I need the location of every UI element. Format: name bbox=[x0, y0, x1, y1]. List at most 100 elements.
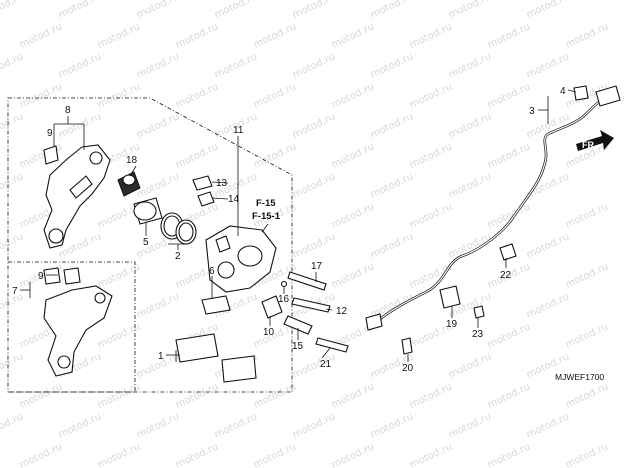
harness-grommet bbox=[573, 85, 589, 101]
watermark-text: motod.ru bbox=[408, 262, 454, 291]
callout-19: 19 bbox=[446, 319, 458, 330]
watermark-text: motod.ru bbox=[408, 442, 454, 468]
watermark-text: motod.ru bbox=[96, 442, 142, 468]
watermark-text: motod.ru bbox=[18, 442, 64, 468]
watermark-text: motod.ru bbox=[369, 232, 415, 261]
watermark-text: motod.ru bbox=[408, 142, 454, 171]
watermark-text: motod.ru bbox=[96, 22, 142, 51]
watermark-text: motod.ru bbox=[174, 22, 220, 51]
caliper-boot bbox=[117, 171, 141, 197]
reference-label-f15-1: F-15-1 bbox=[252, 211, 281, 222]
caliper-body bbox=[205, 225, 277, 293]
watermark-text: motod.ru bbox=[525, 292, 571, 321]
sensor-bolt bbox=[401, 337, 413, 355]
watermark-text: motod.ru bbox=[291, 52, 337, 81]
caliper-pins bbox=[280, 271, 331, 313]
watermark-text: motod.ru bbox=[57, 52, 103, 81]
reference-label-f15: F-15 bbox=[256, 198, 276, 209]
watermark-text: motod.ru bbox=[486, 22, 532, 51]
watermark-text: motod.ru bbox=[252, 22, 298, 51]
callout-5: 5 bbox=[143, 237, 149, 248]
callout-14: 14 bbox=[228, 194, 240, 205]
watermark-text: motod.ru bbox=[0, 172, 25, 201]
watermark-text: motod.ru bbox=[135, 412, 181, 441]
watermark-text: motod.ru bbox=[486, 322, 532, 351]
watermark-text: motod.ru bbox=[408, 202, 454, 231]
caliper-bracket-upper bbox=[43, 144, 111, 249]
watermark-text: motod.ru bbox=[525, 412, 571, 441]
watermark-text: motod.ru bbox=[447, 412, 493, 441]
watermark-text: motod.ru bbox=[564, 262, 610, 291]
callout-2: 2 bbox=[175, 251, 181, 262]
watermark-text: motod.ru bbox=[486, 202, 532, 231]
watermark-text: motod.ru bbox=[486, 442, 532, 468]
callout-7: 7 bbox=[12, 286, 18, 297]
harness-clamp-22 bbox=[499, 243, 517, 261]
watermark-text: motod.ru bbox=[408, 82, 454, 111]
watermark-text: motod.ru bbox=[447, 172, 493, 201]
callout-9-lower: 9 bbox=[38, 271, 44, 282]
watermark-text: motod.ru bbox=[213, 0, 259, 21]
harness-stay bbox=[439, 285, 485, 319]
watermark-text: motod.ru bbox=[96, 82, 142, 111]
watermark-text: motod.ru bbox=[57, 412, 103, 441]
watermark-text: motod.ru bbox=[525, 172, 571, 201]
watermark-text: motod.ru bbox=[135, 172, 181, 201]
watermark-text: motod.ru bbox=[174, 382, 220, 411]
callout-12: 12 bbox=[336, 306, 348, 317]
watermark-text: motod.ru bbox=[564, 382, 610, 411]
watermark-text: motod.ru bbox=[330, 142, 376, 171]
caliper-piston bbox=[133, 197, 163, 225]
bracket-sub-frame bbox=[8, 261, 136, 393]
callout-17: 17 bbox=[311, 261, 323, 272]
watermark-text: motod.ru bbox=[252, 142, 298, 171]
callout-10: 10 bbox=[263, 327, 275, 338]
watermark-text: motod.ru bbox=[564, 442, 610, 468]
watermark-text: motod.ru bbox=[0, 112, 25, 141]
watermark-text: motod.ru bbox=[18, 82, 64, 111]
watermark-text: motod.ru bbox=[369, 172, 415, 201]
callout-21: 21 bbox=[320, 359, 332, 370]
watermark-text: motod.ru bbox=[408, 22, 454, 51]
callout-13: 13 bbox=[216, 178, 228, 189]
callout-8: 8 bbox=[65, 105, 71, 116]
watermark-text: motod.ru bbox=[525, 52, 571, 81]
callout-22: 22 bbox=[500, 270, 512, 281]
diagram-code: MJWEF1700 bbox=[555, 372, 604, 382]
watermark-text: motod.ru bbox=[0, 52, 25, 81]
watermark-text: motod.ru bbox=[213, 52, 259, 81]
watermark-text: motod.ru bbox=[135, 0, 181, 21]
watermark-text: motod.ru bbox=[0, 352, 25, 381]
piston-seal-set bbox=[160, 212, 197, 245]
watermark-text: motod.ru bbox=[291, 232, 337, 261]
pad-spring bbox=[201, 295, 231, 315]
leader-lines bbox=[20, 89, 577, 362]
watermark-text: motod.ru bbox=[0, 0, 25, 21]
watermark-text: motod.ru bbox=[0, 232, 25, 261]
callout-9-upper: 9 bbox=[47, 128, 53, 139]
watermark-text: motod.ru bbox=[57, 112, 103, 141]
watermark-text: motod.ru bbox=[135, 52, 181, 81]
watermark-text: motod.ru bbox=[486, 82, 532, 111]
watermark-text: motod.ru bbox=[525, 0, 571, 21]
caliper-bracket-lower bbox=[43, 267, 113, 377]
watermark-text: motod.ru bbox=[447, 352, 493, 381]
callout-23: 23 bbox=[472, 329, 484, 340]
callout-15: 15 bbox=[292, 341, 304, 352]
watermark-text: motod.ru bbox=[447, 232, 493, 261]
watermark-text: motod.ru bbox=[447, 0, 493, 21]
bleeder-screw bbox=[192, 175, 215, 207]
watermark-text: motod.ru bbox=[369, 412, 415, 441]
pad-pin-bolt bbox=[315, 337, 349, 353]
watermark-text: motod.ru bbox=[447, 112, 493, 141]
watermark-text: motod.ru bbox=[96, 382, 142, 411]
callout-1: 1 bbox=[158, 351, 164, 362]
watermark-text: motod.ru bbox=[330, 442, 376, 468]
watermark-text: motod.ru bbox=[408, 382, 454, 411]
watermark-text: motod.ru bbox=[369, 52, 415, 81]
watermark-text: motod.ru bbox=[486, 382, 532, 411]
wheel-speed-sensor-harness bbox=[365, 85, 621, 331]
watermark-text: motod.ru bbox=[330, 82, 376, 111]
watermark-text: motod.ru bbox=[57, 0, 103, 21]
